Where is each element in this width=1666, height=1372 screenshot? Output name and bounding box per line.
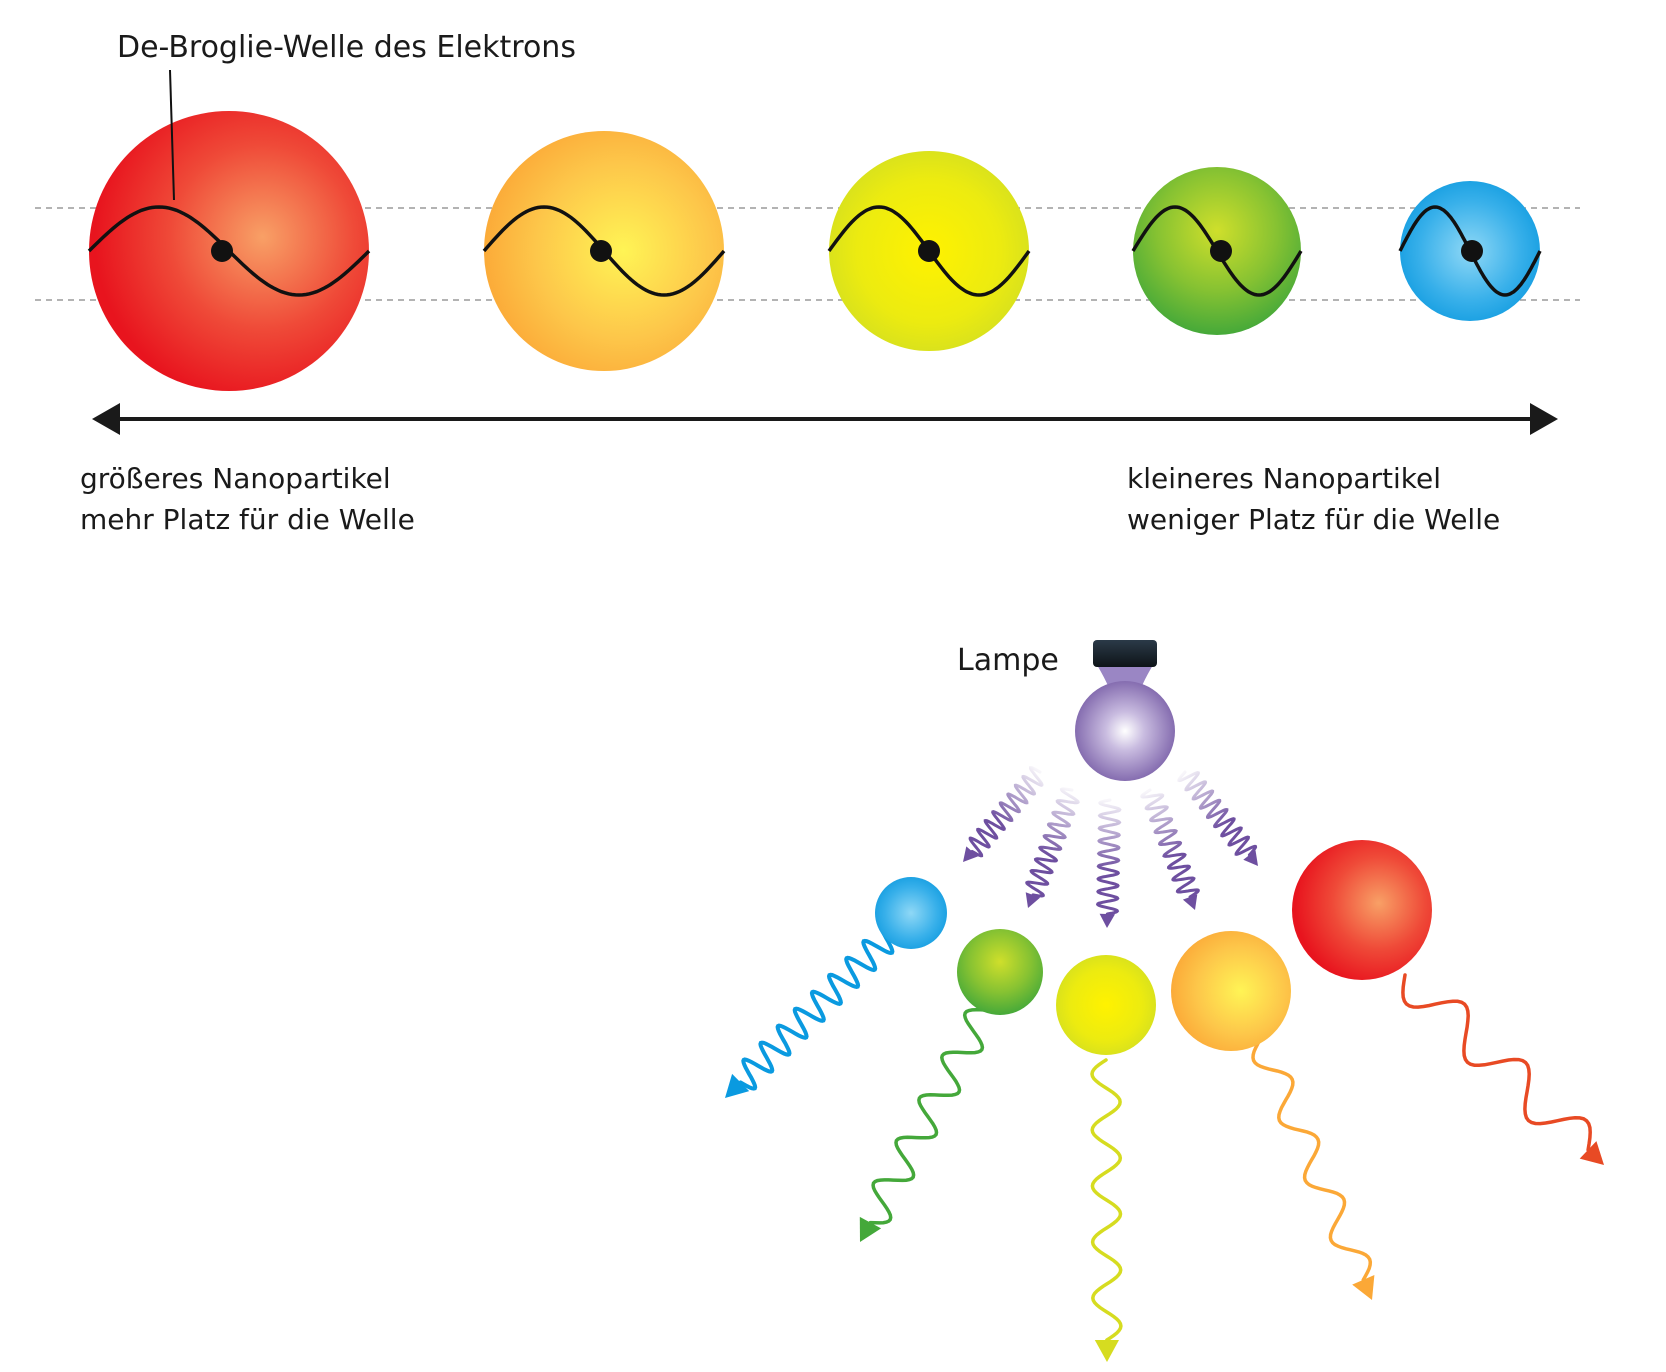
emitter-yellow [1056, 955, 1156, 1055]
wavy-arrow-icon [963, 846, 978, 862]
electron-dot-icon [918, 240, 940, 262]
wavy-arrow-icon [1579, 1141, 1604, 1165]
emission-red [1401, 973, 1592, 1152]
emitter-blue [875, 877, 947, 949]
electron-dot-icon [211, 240, 233, 262]
wavy-arrow-icon [1243, 850, 1258, 866]
emitter-red [1292, 840, 1432, 980]
emission-green [868, 1007, 987, 1225]
wavy-arrow-icon [725, 1073, 750, 1098]
emission-yellow [1090, 1058, 1123, 1342]
emission-orange [1251, 1038, 1373, 1282]
wave-label: De-Broglie-Welle des Elektrons [117, 30, 576, 65]
excitation-light [963, 766, 1258, 928]
uv-light-ray [1140, 788, 1200, 899]
arrow-left-icon [92, 403, 120, 435]
emitter-orange [1171, 931, 1291, 1051]
emission-blue [738, 921, 897, 1091]
wavy-arrow-icon [1094, 1340, 1119, 1362]
small-particle-label-2: weniger Platz für die Welle [1127, 503, 1500, 536]
wavy-arrow-icon [859, 1216, 882, 1242]
wavy-arrow-icon [1099, 913, 1115, 928]
large-particle-label-2: mehr Platz für die Welle [80, 503, 415, 536]
lamp-label: Lampe [957, 643, 1059, 678]
uv-light-ray [1025, 787, 1080, 898]
small-particle-label-1: kleineres Nanopartikel [1127, 462, 1441, 495]
emitted-light [725, 921, 1604, 1362]
electron-dot-icon [1461, 240, 1483, 262]
wavy-arrow-icon [1025, 892, 1041, 908]
wave-label-pointer [169, 69, 175, 201]
wavy-arrow-icon [1182, 894, 1198, 910]
arrow-right-icon [1530, 403, 1558, 435]
uv-light-ray [1095, 798, 1122, 916]
emitter-green [957, 929, 1043, 1015]
uv-light-ray [968, 766, 1044, 858]
large-particle-label-1: größeres Nanopartikel [80, 462, 391, 495]
electron-dot-icon [1210, 240, 1232, 262]
wavy-arrow-icon [1352, 1275, 1375, 1300]
electron-dot-icon [590, 240, 612, 262]
uv-light-ray [1177, 770, 1258, 857]
light-bulb-icon [1075, 640, 1175, 781]
